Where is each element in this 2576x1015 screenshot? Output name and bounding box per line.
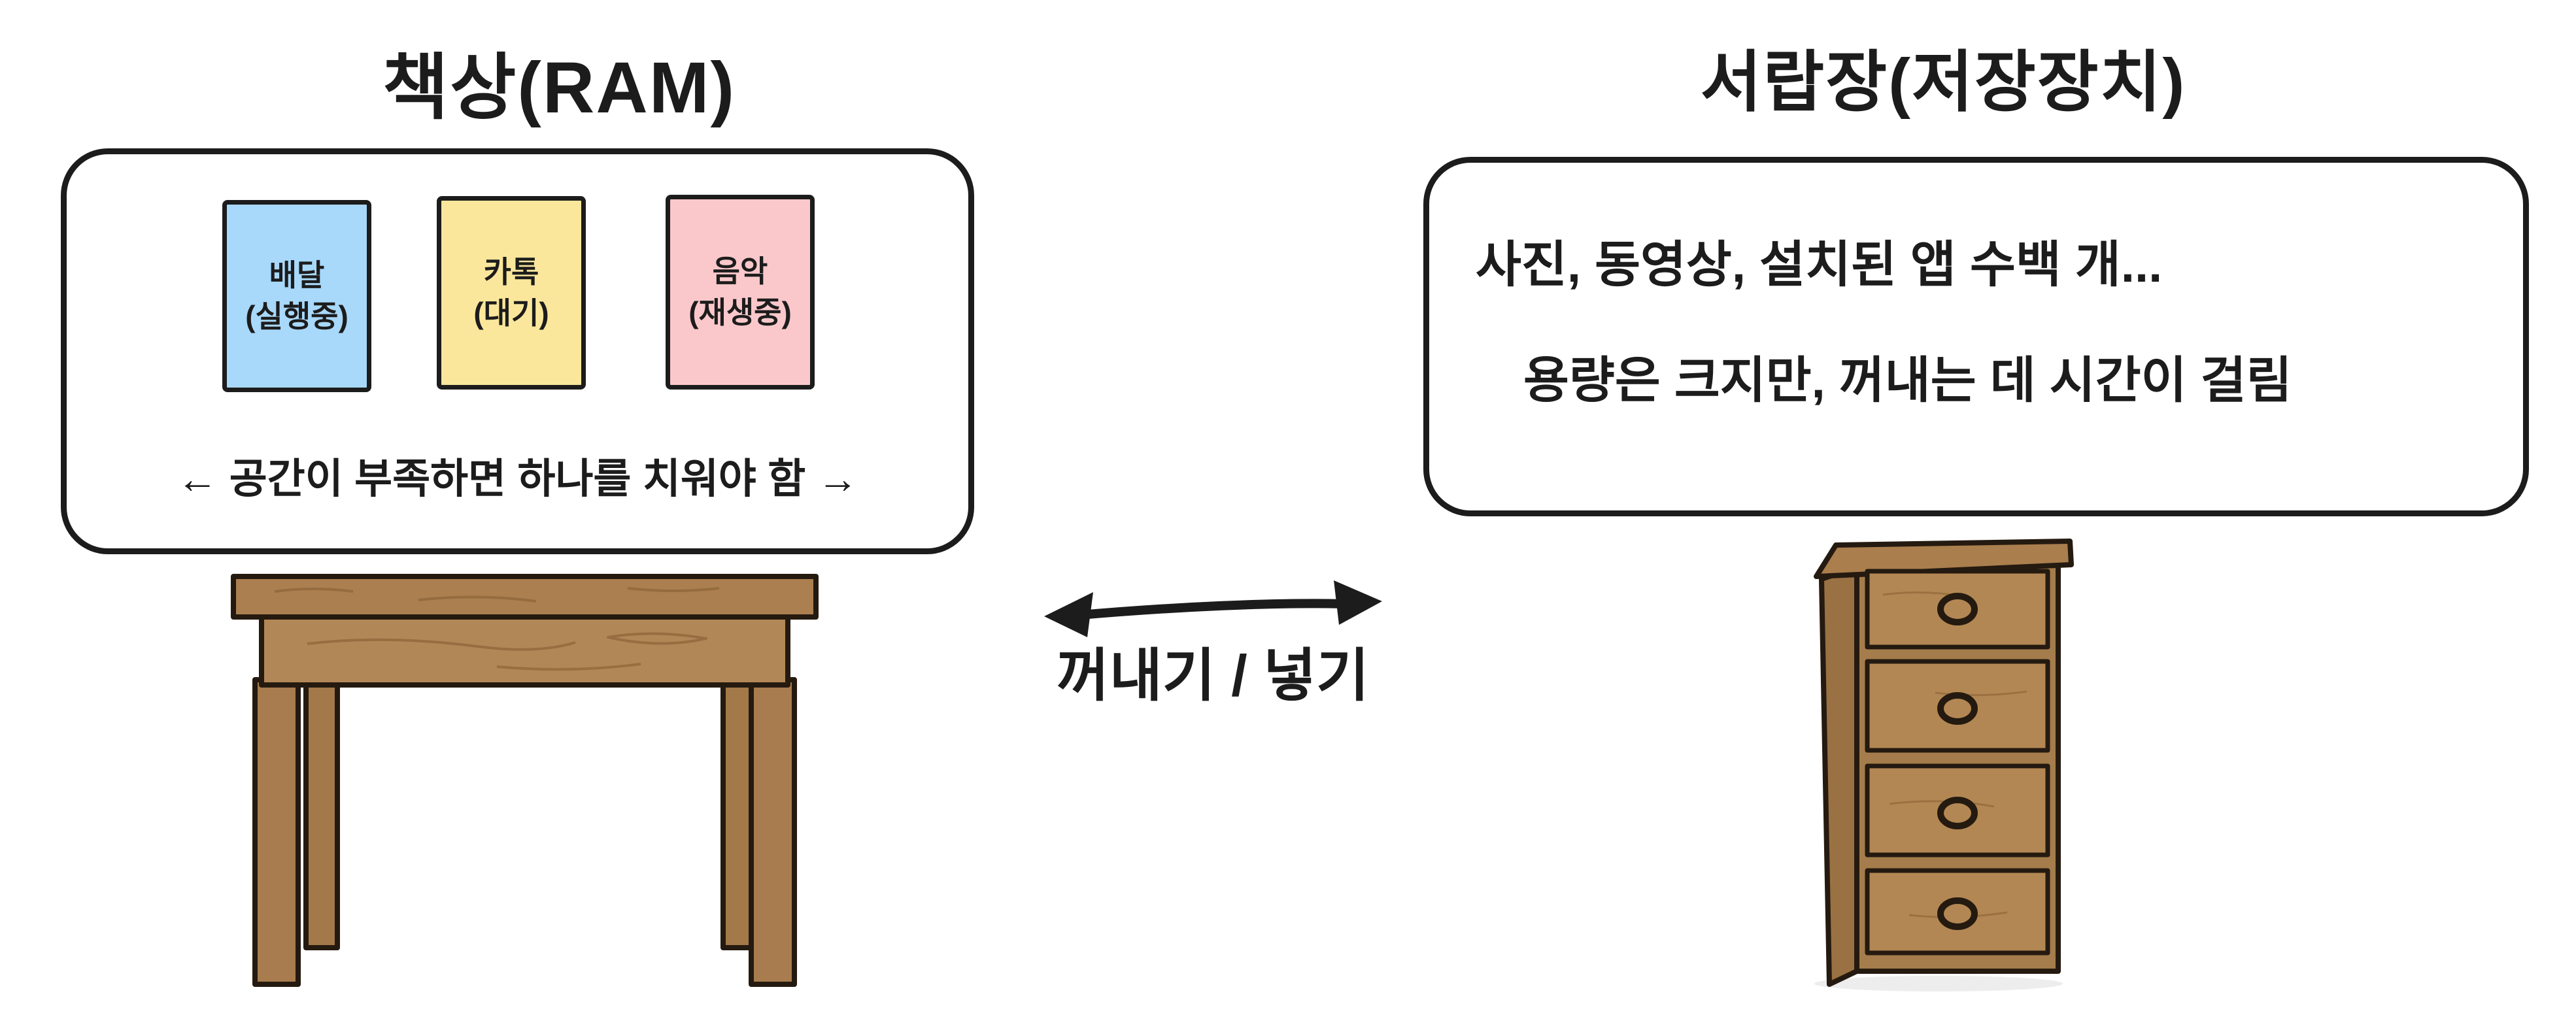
- arrowhead-right-icon: [1334, 580, 1382, 625]
- drawer-knob-icon: [1937, 897, 1978, 930]
- drawer-knob-icon: [1937, 692, 1978, 725]
- storage-title: 서랍장(저장장치): [1700, 45, 2186, 120]
- note-music: 음악 (재생중): [666, 195, 815, 390]
- note-delivery-label: 배달: [269, 258, 325, 293]
- transfer-label: 꺼내기 / 넣기: [1056, 643, 1370, 708]
- note-music-state: (재생중): [688, 295, 792, 329]
- arrowhead-left-icon: [1044, 592, 1093, 637]
- note-katalk: 카톡 (대기): [437, 196, 586, 390]
- storage-line1: 사진, 동영상, 설치된 앱 수백 개...: [1476, 237, 2163, 293]
- note-music-label: 음악: [712, 254, 768, 289]
- drawer-knob-icon: [1937, 593, 1978, 625]
- note-delivery-state: (실행중): [245, 299, 348, 333]
- note-katalk-state: (대기): [473, 296, 549, 330]
- ram-caption: ← 공간이 부족하면 하나를 치워야 함 →: [177, 456, 858, 502]
- drawer-chest-illustration: [1814, 539, 2074, 991]
- drawer-knob-icon: [1937, 797, 1978, 829]
- note-delivery: 배달 (실행중): [222, 200, 371, 392]
- storage-bubble: [1423, 157, 2529, 516]
- ram-title: 책상(RAM): [382, 48, 736, 128]
- storage-line2: 용량은 크지만, 꺼내는 데 시간이 걸림: [1523, 353, 2292, 408]
- transfer-arrow: [1044, 580, 1382, 637]
- desk-illustration: [231, 574, 819, 987]
- note-katalk-label: 카톡: [483, 255, 539, 290]
